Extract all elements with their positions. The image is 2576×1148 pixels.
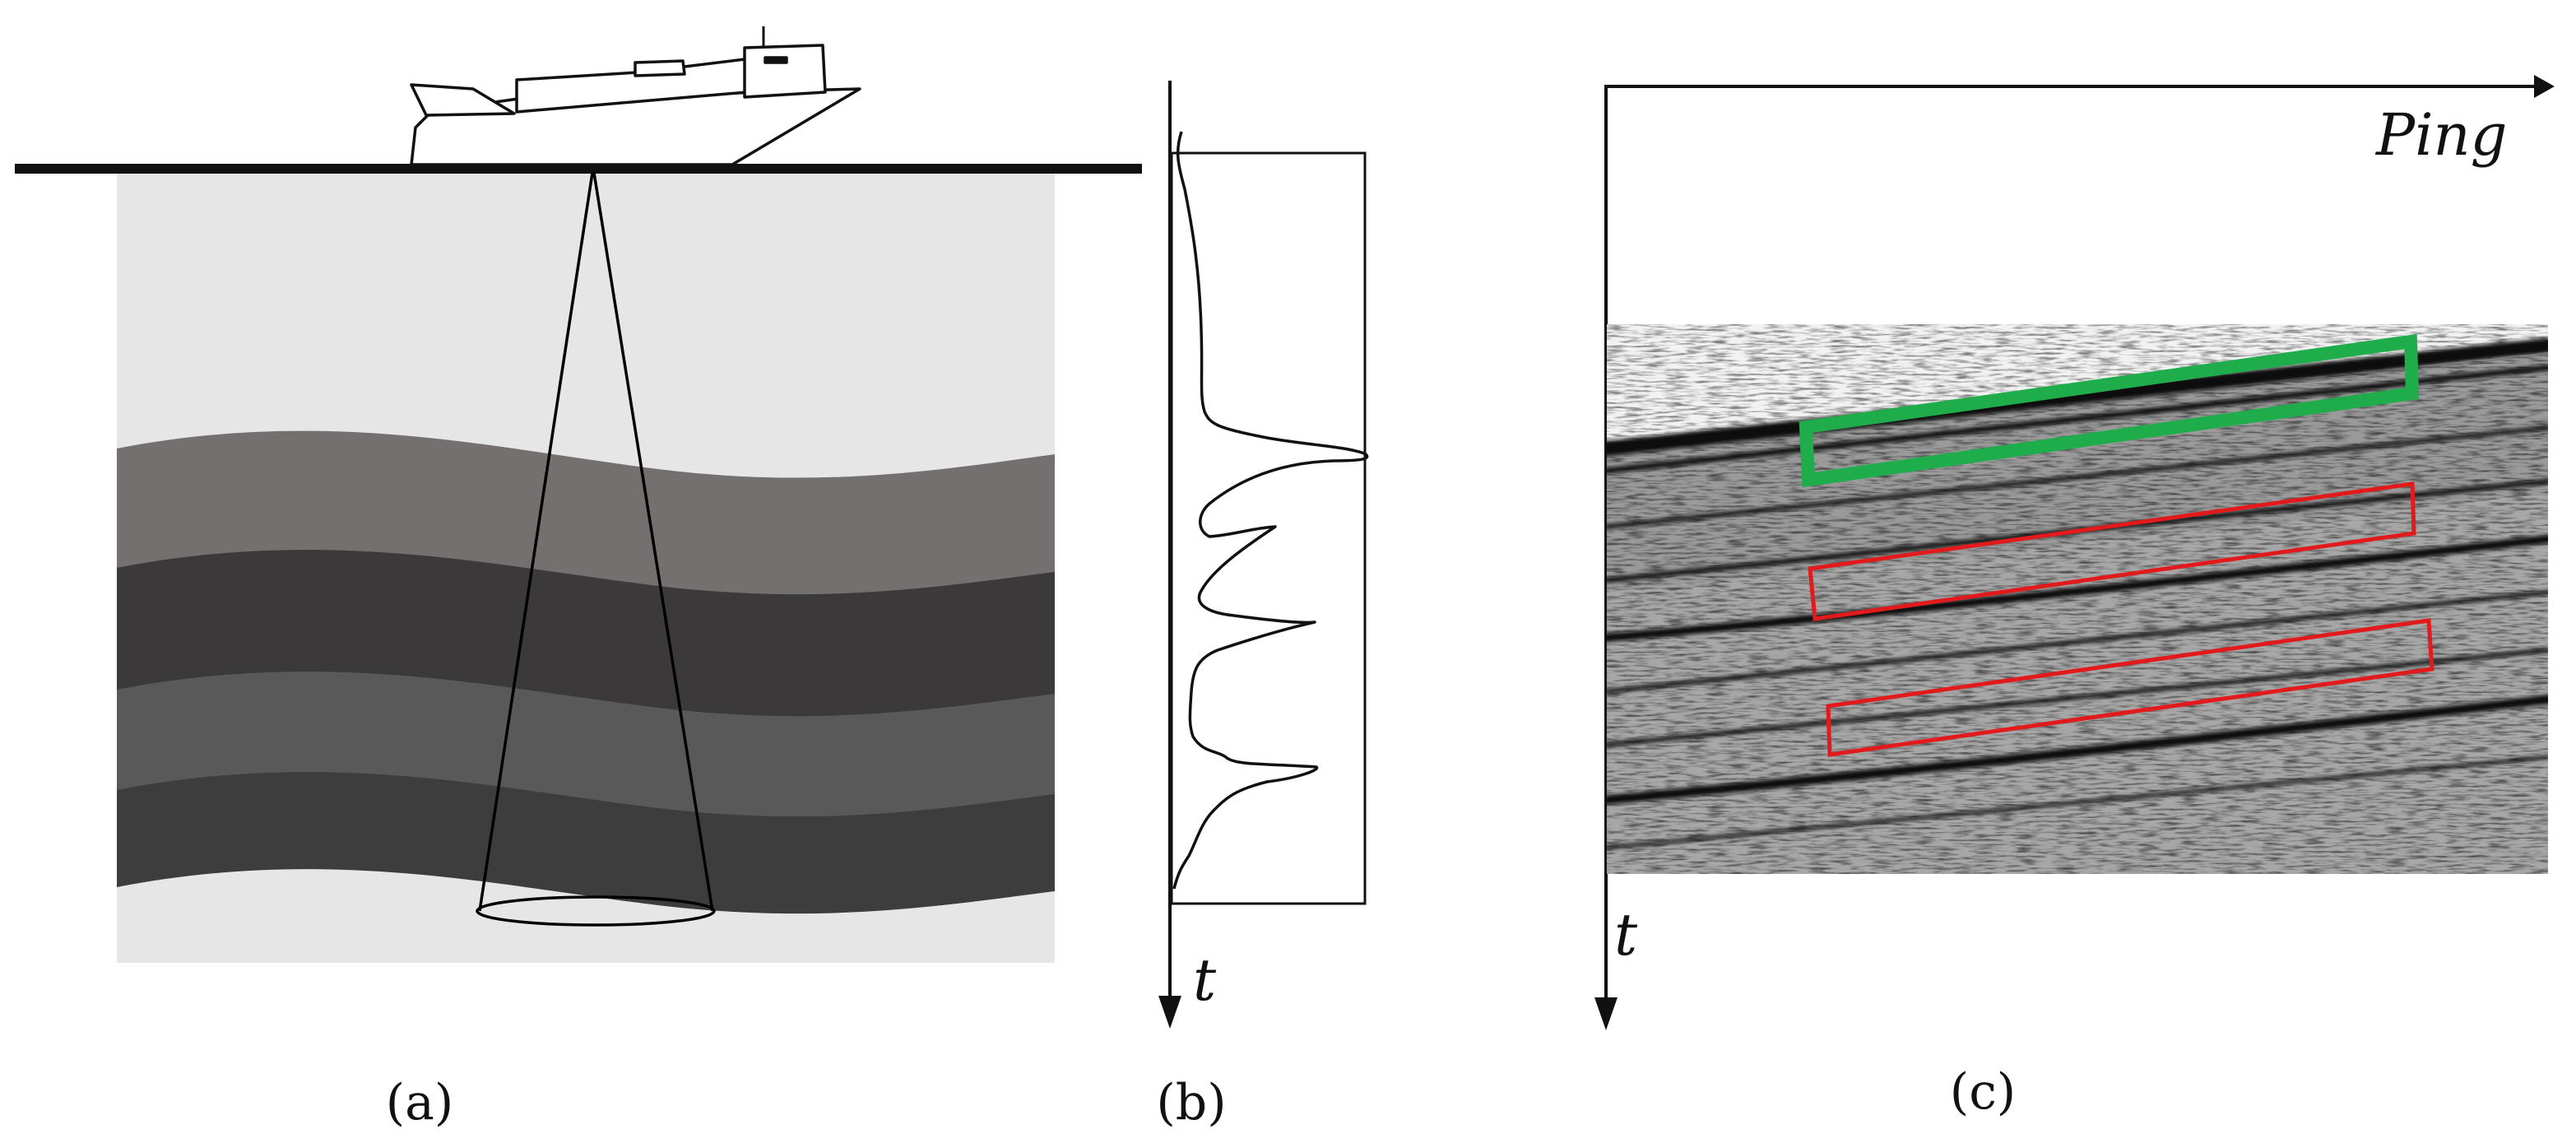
ping-axis-arrowhead [2534, 75, 2555, 98]
time-axis-arrowhead-c [1594, 997, 1618, 1030]
echogram-image [1607, 324, 2548, 874]
time-axis-arrowhead [1158, 996, 1181, 1029]
echo-trace-frame [1170, 151, 1367, 905]
caption-panel-a: (a) [386, 1074, 454, 1132]
subbottom-box-upper [1808, 481, 2416, 621]
caption-panel-b: (b) [1156, 1074, 1226, 1132]
panel-c-echogram [1594, 75, 2555, 1030]
panel-a-water-column-diagram [15, 26, 1142, 963]
time-axis-label-b: t [1193, 946, 1217, 1014]
sonar-beam-cone [476, 172, 716, 927]
caption-panel-c: (c) [1950, 1063, 2016, 1121]
seafloor-bottom [117, 869, 1055, 963]
ship-icon [410, 26, 861, 166]
echo-trace-curve [1172, 131, 1369, 890]
subbottom-box-lower [1826, 618, 2434, 757]
time-axis-label-c: t [1614, 901, 1638, 969]
ping-axis-label: Ping [2374, 101, 2507, 169]
seabed-highlight-box [1799, 333, 2420, 488]
sediment-layers [117, 430, 1055, 963]
panel-b-echo-trace [1158, 81, 1369, 1029]
